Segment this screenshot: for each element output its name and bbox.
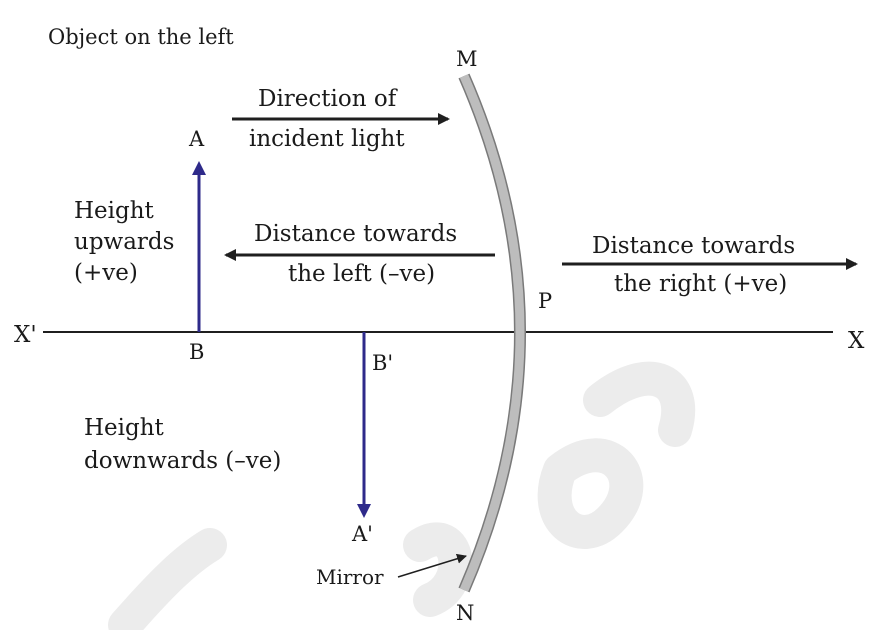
object-base-label: B	[189, 340, 204, 364]
image-base-label: B'	[372, 351, 393, 375]
image-tip-label: A'	[351, 522, 373, 546]
height-up-line2: upwards	[74, 229, 174, 255]
incident-light-line1: Direction of	[258, 86, 398, 112]
height-up-line3: (+ve)	[74, 260, 138, 286]
object-top-label: A	[188, 127, 205, 151]
object-side-label: Object on the left	[48, 25, 234, 49]
mirror-top-label: M	[456, 47, 478, 71]
incident-light-line2: incident light	[249, 126, 405, 152]
pole-label: P	[538, 289, 552, 313]
mirror-pointer-arrow	[397, 553, 467, 578]
axis-left-label: X'	[14, 322, 37, 348]
height-down-line2: downwards (–ve)	[84, 448, 281, 474]
distance-left-line2: the left (–ve)	[288, 261, 435, 287]
height-up-line1: Height	[74, 198, 155, 224]
height-down-line1: Height	[84, 415, 165, 441]
mirror-curve-fill	[459, 74, 525, 592]
mirror-name-label: Mirror	[316, 565, 384, 589]
watermark	[108, 361, 696, 630]
axis-right-label: X	[848, 328, 865, 354]
distance-right-line1: Distance towards	[592, 233, 795, 259]
mirror-bottom-label: N	[456, 601, 474, 625]
distance-right-line2: the right (+ve)	[614, 271, 787, 297]
distance-left-line1: Distance towards	[254, 221, 457, 247]
